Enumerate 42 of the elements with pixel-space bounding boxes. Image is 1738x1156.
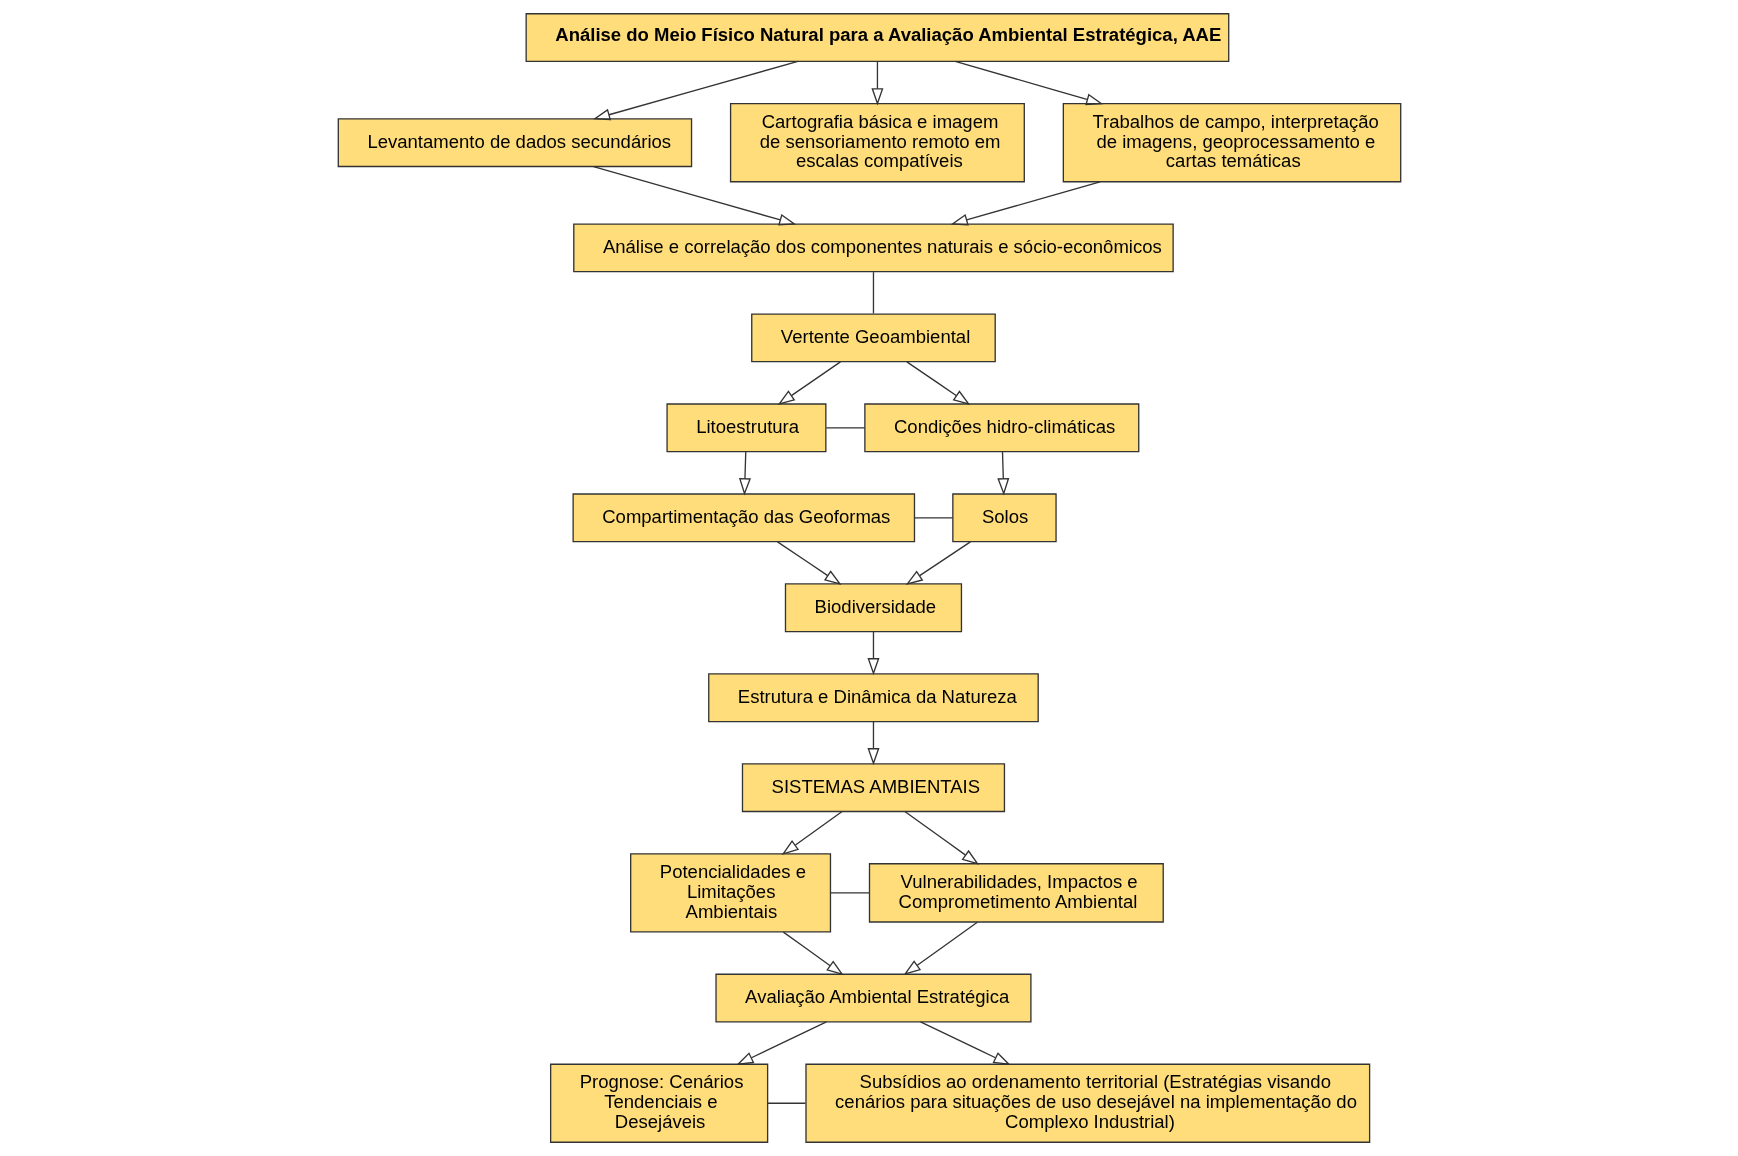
arrow [870, 60, 883, 106]
node-box: SISTEMAS AMBIENTAIS [741, 763, 1005, 813]
node-box: Trabalhos de campo, interpretação de imagens, geoprocessamento e cartas temáticas [1062, 103, 1401, 183]
arrow [782, 931, 844, 976]
connector [913, 517, 953, 519]
arrow [950, 181, 1101, 226]
node-box: Vulnerabilidades, Impactos e Comprometimento Ambiental [868, 863, 1164, 923]
node-box: Análise do Meio Físico Natural para a Avaliação Ambiental Estratégica, AAE [525, 13, 1229, 62]
node-box: Avaliação Ambiental Estratégica [714, 973, 1032, 1023]
arrow [776, 541, 842, 585]
node-box: Levantamento de dados secundários [337, 118, 692, 168]
node-box: Vertente Geoambiental [750, 313, 996, 363]
connector [829, 892, 870, 894]
connector [766, 1102, 806, 1104]
node-box: Litoestrutura [665, 403, 826, 453]
arrow [738, 451, 751, 496]
node-box: Compartimentação das Geoformas [572, 493, 915, 543]
arrow [905, 541, 971, 585]
arrow [777, 361, 841, 406]
arrow [781, 810, 843, 855]
node-box: Condições hidro-climáticas [863, 403, 1139, 453]
arrow [592, 165, 796, 226]
arrow [919, 1021, 1011, 1066]
arrow [996, 451, 1009, 496]
node-box: Solos [951, 493, 1057, 543]
arrow [866, 721, 879, 766]
node-box: Estrutura e Dinâmica da Natureza [707, 673, 1039, 723]
arrow [903, 921, 978, 976]
connector [825, 427, 865, 429]
arrow [866, 631, 879, 676]
node-box: Cartografia básica e imagem de sensoriamento remoto em escalas compatíveis [729, 103, 1025, 183]
node-box: Potencialidades e Limitações Ambientais [629, 853, 831, 933]
node-box: Prognose: Cenários Tendenciais e Desejáveis [549, 1063, 768, 1143]
connector [872, 271, 874, 315]
arrow [954, 60, 1103, 106]
arrow [903, 810, 979, 865]
arrow [905, 361, 970, 406]
arrow [735, 1021, 827, 1066]
node-box: Biodiversidade [784, 583, 962, 633]
node-box: Análise e correlação dos componentes naturais e sócio-econômicos [572, 223, 1174, 273]
arrow [592, 60, 799, 121]
node-box: Subsídios ao ordenamento territorial (Estratégias visando cenários para situações de uso desejável na implementação do Complexo Industrial) [804, 1063, 1370, 1143]
